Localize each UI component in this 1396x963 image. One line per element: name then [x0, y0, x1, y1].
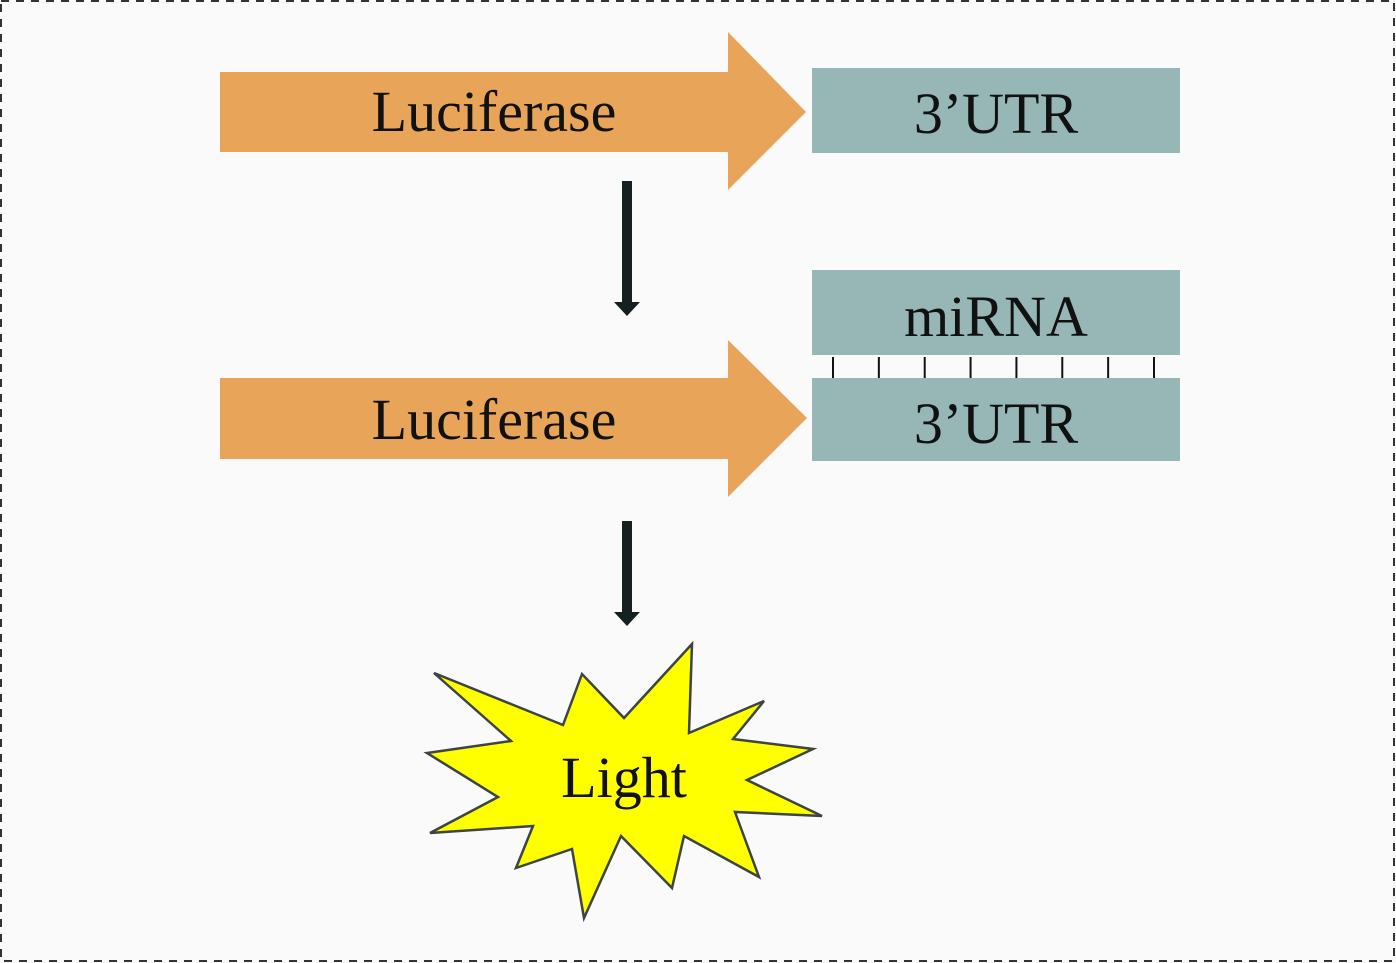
top-luciferase-label: Luciferase [372, 79, 617, 144]
bottom-luciferase-label: Luciferase [372, 387, 617, 452]
base-pairing-ticks [832, 357, 1155, 378]
top-luciferase-arrow [220, 32, 806, 190]
top-utr-box [812, 68, 1180, 153]
light-label: Light [561, 745, 687, 810]
bottom-utr-box [812, 378, 1180, 461]
down-arrow-2-icon [614, 521, 640, 626]
light-output: Light [423, 640, 823, 923]
mirna-label: miRNA [904, 284, 1088, 349]
bottom-luciferase-arrow [220, 340, 807, 497]
bottom-utr-label: 3’UTR [914, 391, 1079, 456]
bottom-construct: Luciferase miRNA 3’UTR [220, 270, 1180, 497]
top-construct: Luciferase 3’UTR [220, 32, 1180, 190]
light-burst-icon [423, 640, 823, 923]
mirna-box [812, 270, 1180, 355]
top-utr-label: 3’UTR [914, 81, 1079, 146]
down-arrow-1-icon [614, 181, 640, 316]
